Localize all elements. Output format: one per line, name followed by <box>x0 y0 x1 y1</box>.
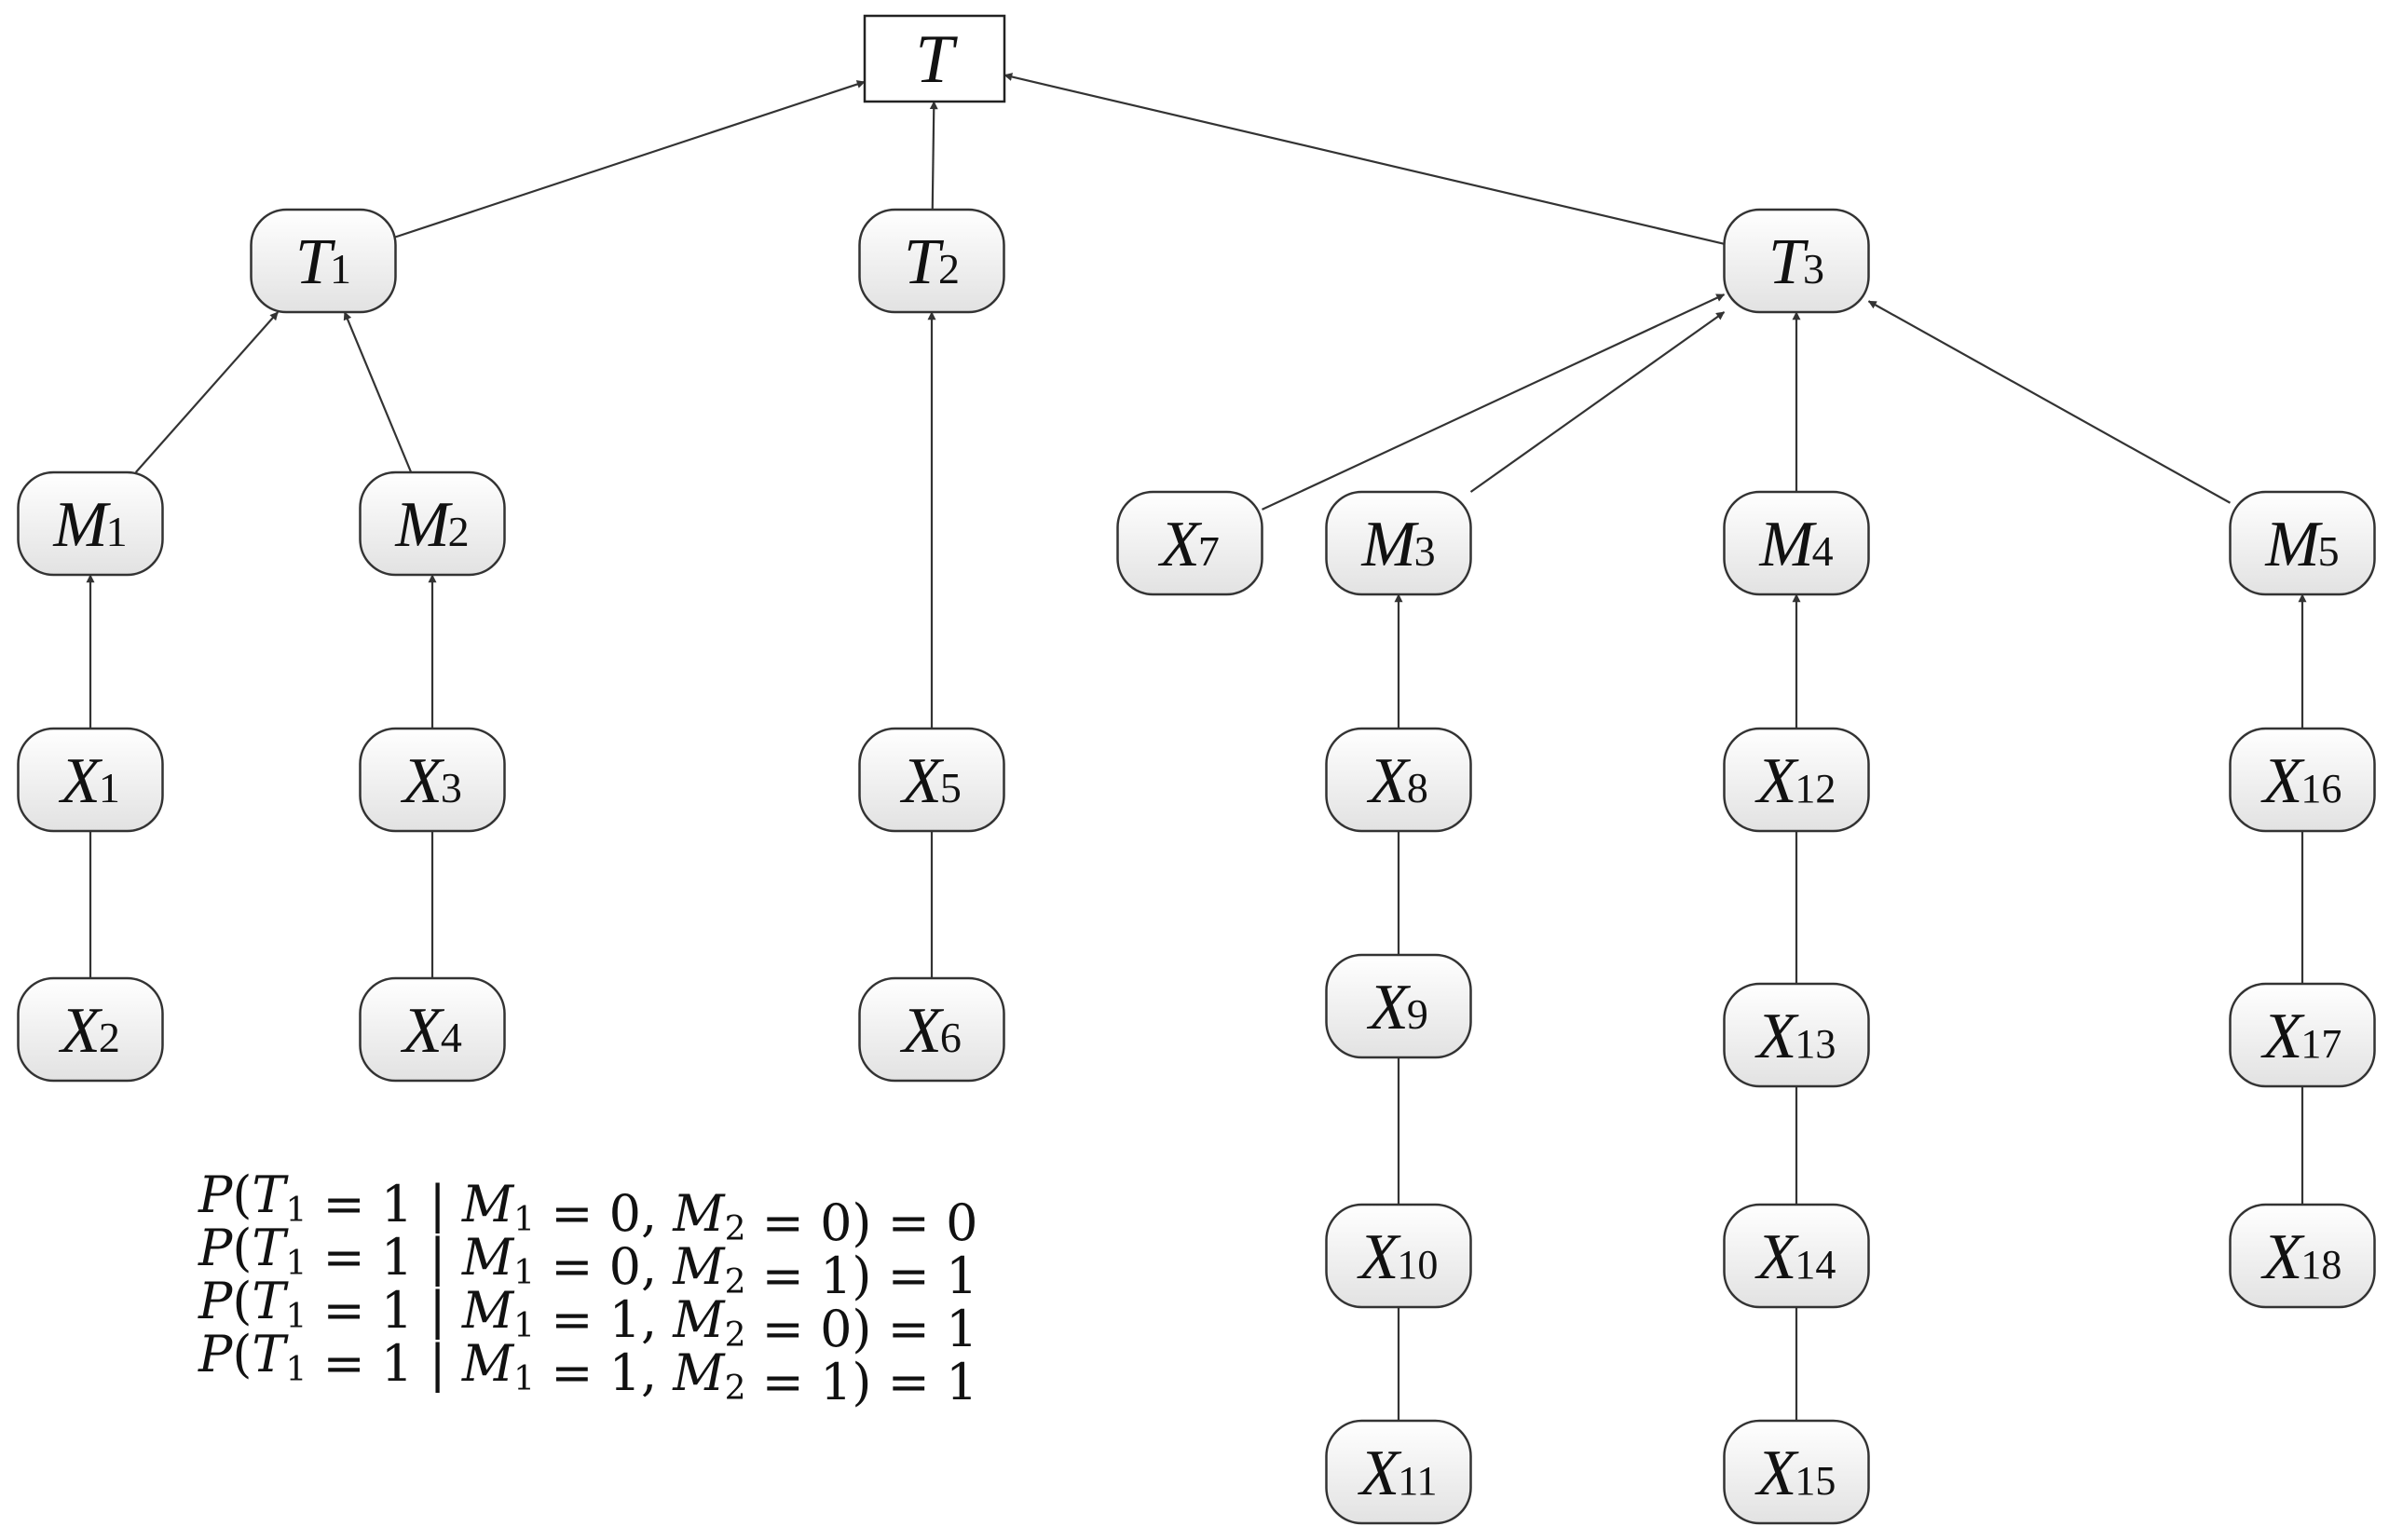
node-t3: T3 <box>1723 208 1870 314</box>
node-label: X7 <box>1157 509 1220 580</box>
edge-m2-to-t1 <box>343 311 413 473</box>
conditional-probability-table: P(T1 = 1 | M1 = 0, M2 = 0) = 0P(T1 = 1 |… <box>198 1165 977 1411</box>
node-label: X6 <box>899 995 962 1067</box>
node-box <box>863 14 1006 103</box>
node-x7: X7 <box>1116 490 1263 596</box>
node-label: M5 <box>2264 509 2339 580</box>
node-x10: X10 <box>1325 1203 1472 1309</box>
node-box <box>359 470 506 577</box>
node-box <box>2229 490 2376 596</box>
node-x18: X18 <box>2229 1203 2376 1309</box>
node-box <box>1723 1419 1870 1525</box>
node-label: X11 <box>1357 1438 1437 1509</box>
node-label: X18 <box>2260 1221 2342 1293</box>
node-box <box>1325 953 1472 1059</box>
node-label: T2 <box>904 226 960 298</box>
node-box <box>2229 1203 2376 1309</box>
node-box <box>359 976 506 1083</box>
node-x15: X15 <box>1723 1419 1870 1525</box>
node-t2: T2 <box>858 208 1005 314</box>
node-box <box>1325 727 1472 833</box>
node-x6: X6 <box>858 976 1005 1083</box>
node-box <box>1723 490 1870 596</box>
node-box <box>1325 490 1472 596</box>
node-label: X1 <box>58 745 120 817</box>
node-box <box>2229 982 2376 1088</box>
node-label: T1 <box>295 226 351 298</box>
node-x5: X5 <box>858 727 1005 833</box>
edge-t1-to-t <box>395 80 866 238</box>
node-x8: X8 <box>1325 727 1472 833</box>
node-label: X10 <box>1357 1221 1439 1293</box>
edges <box>86 73 2307 1421</box>
node-label: X9 <box>1366 972 1428 1043</box>
node-x14: X14 <box>1723 1203 1870 1309</box>
node-box <box>858 208 1005 314</box>
probability-formula: P(T1 = 1 | M1 = 0, M2 = 1) = 1 <box>198 1219 977 1305</box>
node-label: X15 <box>1754 1438 1836 1509</box>
node-m4: M4 <box>1723 490 1870 596</box>
edge-m5-to-t3 <box>1867 300 2232 504</box>
node-label: X13 <box>1754 1001 1836 1072</box>
node-m2: M2 <box>359 470 506 577</box>
edge-x7-to-t3 <box>1262 293 1726 511</box>
node-label: X12 <box>1754 745 1836 817</box>
node-x1: X1 <box>17 727 164 833</box>
node-x13: X13 <box>1723 982 1870 1088</box>
node-box <box>1723 982 1870 1088</box>
node-box <box>17 470 164 577</box>
node-label: X16 <box>2260 745 2342 817</box>
node-label: X5 <box>899 745 962 817</box>
node-m5: M5 <box>2229 490 2376 596</box>
node-label: X17 <box>2260 1001 2342 1072</box>
node-box <box>359 727 506 833</box>
node-label: X4 <box>400 995 462 1067</box>
node-box <box>1116 490 1263 596</box>
node-label: M3 <box>1360 509 1435 580</box>
node-m3: M3 <box>1325 490 1472 596</box>
node-label: M1 <box>52 489 127 561</box>
node-x16: X16 <box>2229 727 2376 833</box>
node-x11: X11 <box>1325 1419 1472 1525</box>
node-label: M2 <box>394 489 469 561</box>
node-label: M4 <box>1758 509 1833 580</box>
node-x12: X12 <box>1723 727 1870 833</box>
node-x9: X9 <box>1325 953 1472 1059</box>
node-x3: X3 <box>359 727 506 833</box>
node-box <box>1325 1419 1472 1525</box>
node-box <box>858 976 1005 1083</box>
node-box <box>250 208 397 314</box>
edge-t3-to-t <box>1003 73 1725 245</box>
node-t1: T1 <box>250 208 397 314</box>
node-label: X8 <box>1366 745 1428 817</box>
edge-t2-to-t <box>929 101 938 211</box>
node-box <box>1325 1203 1472 1309</box>
node-box <box>1723 1203 1870 1309</box>
probability-formula: P(T1 = 1 | M1 = 0, M2 = 0) = 0 <box>198 1165 977 1252</box>
node-label: T3 <box>1768 226 1824 298</box>
node-t-root: T <box>863 14 1006 103</box>
node-box <box>17 976 164 1083</box>
node-box <box>1723 727 1870 833</box>
node-box <box>858 727 1005 833</box>
node-label: X2 <box>58 995 120 1067</box>
probability-formula: P(T1 = 1 | M1 = 1, M2 = 0) = 1 <box>198 1272 977 1358</box>
edge-m1-to-t1 <box>134 311 280 473</box>
node-label: X14 <box>1754 1221 1836 1293</box>
node-box <box>17 727 164 833</box>
node-label: X3 <box>400 745 462 817</box>
node-box <box>1723 208 1870 314</box>
node-box <box>2229 727 2376 833</box>
edge-m3-to-t3 <box>1469 311 1726 493</box>
node-x17: X17 <box>2229 982 2376 1088</box>
node-x4: X4 <box>359 976 506 1083</box>
node-m1: M1 <box>17 470 164 577</box>
node-x2: X2 <box>17 976 164 1083</box>
probability-formula: P(T1 = 1 | M1 = 1, M2 = 1) = 1 <box>198 1325 977 1411</box>
node-label: T <box>915 21 958 98</box>
